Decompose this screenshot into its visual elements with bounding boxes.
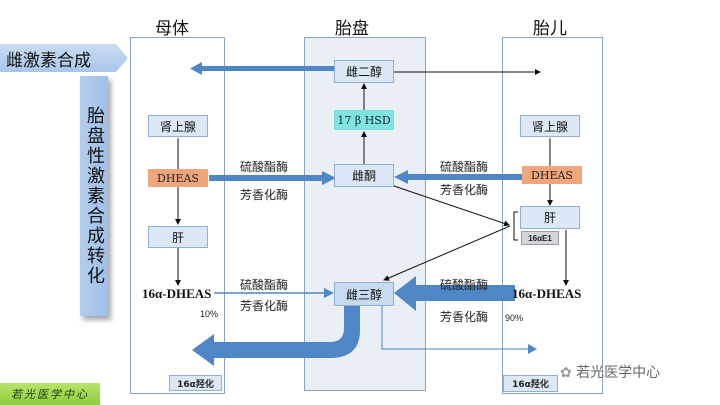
estriol-box: 雌三醇 bbox=[334, 282, 394, 306]
enzyme-sulfatase-maternal-top: 硫酸酯酶 bbox=[240, 160, 289, 174]
maternal-liver-box: 肝 bbox=[148, 226, 208, 248]
column-header-maternal: 母体 bbox=[155, 19, 189, 39]
maternal-dheas-box: DHEAS bbox=[148, 169, 208, 187]
16ae1-enzyme-tag: 16αE1 bbox=[521, 231, 559, 245]
fetal-liver-box: 肝 bbox=[520, 206, 580, 229]
fetal-dheas-box: DHEAS bbox=[522, 166, 582, 184]
17b-hsd-box: 17 β HSD bbox=[334, 110, 394, 130]
wechat-icon: ✿ bbox=[560, 365, 572, 381]
arrow-fetal-liver-to-estriol bbox=[383, 225, 511, 281]
maternal-adrenal-box: 肾上腺 bbox=[148, 115, 208, 137]
estrone-box: 雌酮 bbox=[334, 164, 394, 187]
maternal-percent-label: 10% bbox=[200, 309, 219, 319]
logo-badge: 若光医学中心 bbox=[0, 383, 100, 405]
fetal-percent-label: 90% bbox=[505, 313, 524, 323]
arrow-fetal-dheas-to-estrone bbox=[394, 170, 522, 184]
fetal-adrenal-box: 肾上腺 bbox=[520, 115, 580, 137]
column-header-fetus: 胎儿 bbox=[533, 19, 567, 39]
arrow-estrone-to-fetal-liver bbox=[393, 185, 510, 227]
fetal-16a-dheas-label: 16α-DHEAS bbox=[512, 286, 582, 301]
arrow-estriol-to-fetus bbox=[381, 306, 537, 354]
arrow-estradiol-to-maternal bbox=[190, 62, 334, 75]
enzyme-aromatase-maternal-bottom: 芳香化酶 bbox=[240, 299, 289, 313]
enzyme-sulfatase-fetal-bottom: 硫酸酯酶 bbox=[440, 278, 489, 292]
watermark: ✿ 若光医学中心 bbox=[560, 362, 660, 382]
maternal-16a-dheas-label: 16α-DHEAS bbox=[142, 286, 212, 301]
section-banner: 雌激素合成 bbox=[0, 44, 128, 72]
arrow-maternal-16dheas-to-estriol bbox=[214, 288, 334, 298]
column-header-placenta: 胎盘 bbox=[335, 19, 369, 39]
placenta-column bbox=[304, 37, 426, 391]
arrow-estriol-to-maternal bbox=[192, 306, 360, 366]
fetus-column bbox=[502, 37, 603, 394]
fetal-hydroxylation-box: 16α羟化 bbox=[503, 375, 558, 392]
enzyme-sulfatase-fetal-top: 硫酸酯酶 bbox=[440, 160, 489, 174]
maternal-hydroxylation-box: 16α羟化 bbox=[169, 375, 222, 391]
estradiol-box: 雌二醇 bbox=[334, 60, 394, 83]
enzyme-aromatase-fetal-bottom: 芳香化酶 bbox=[440, 310, 489, 324]
enzyme-aromatase-maternal-top: 芳香化酶 bbox=[240, 188, 289, 202]
enzyme-sulfatase-maternal-bottom: 硫酸酯酶 bbox=[240, 278, 289, 292]
vertical-title-banner: 胎盘性激素合成转化 bbox=[80, 76, 108, 316]
enzyme-aromatase-fetal-top: 芳香化酶 bbox=[440, 183, 489, 197]
watermark-text: 若光医学中心 bbox=[576, 365, 661, 381]
fetal-liver-bracket bbox=[513, 211, 518, 241]
arrow-fetal-16dheas-to-estriol bbox=[394, 276, 515, 311]
arrow-maternal-dheas-to-estrone bbox=[209, 171, 336, 185]
